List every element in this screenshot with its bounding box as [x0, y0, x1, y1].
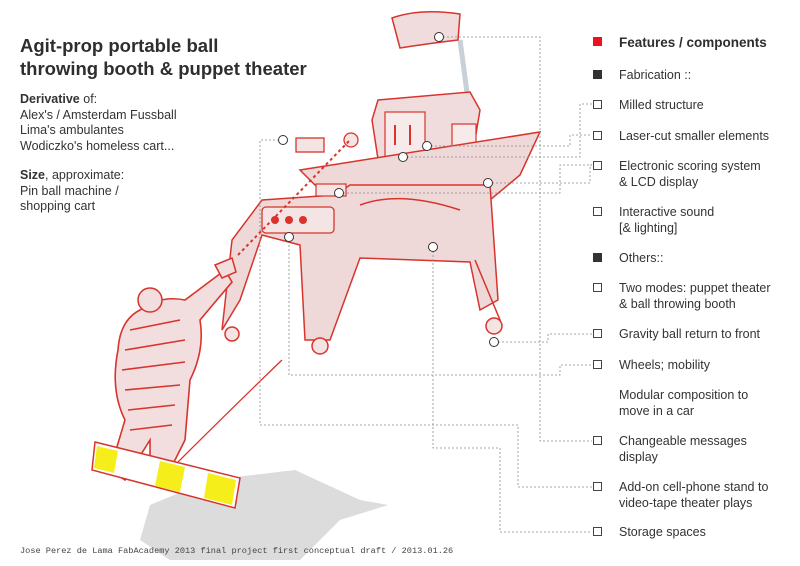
filled-square-icon	[593, 253, 602, 262]
title-line-2: throwing booth & puppet theater	[20, 58, 307, 79]
derivative-item: Wodiczko's homeless cart...	[20, 138, 175, 153]
legend-label: Milled structure	[619, 98, 704, 112]
legend-label-line: Modular composition to	[619, 388, 749, 402]
leader-lines	[259, 36, 592, 533]
checkbox-icon	[593, 527, 602, 536]
callout-circle-milled	[398, 152, 408, 162]
legend-header-label: Features / components	[619, 35, 767, 50]
legend-label: Storage spaces	[619, 525, 706, 539]
checkbox-icon	[593, 283, 602, 292]
legend-label-line: & ball throwing booth	[619, 296, 736, 311]
flag-sketch	[391, 11, 471, 101]
callout-circle-gravity	[334, 188, 344, 198]
checkbox-icon	[593, 207, 602, 216]
legend-label-line: move in a car	[619, 403, 695, 418]
legend-label-line: Electronic scoring system	[619, 159, 761, 173]
checkbox-icon	[593, 436, 602, 445]
derivative-block: Derivative of: Alex's / Amsterdam Fussba…	[20, 92, 177, 154]
legend-label-line: [& lighting]	[619, 220, 678, 235]
size-block: Size, approximate: Pin ball machine / sh…	[20, 168, 124, 215]
size-suffix: , approximate:	[45, 168, 125, 182]
legend-label: Interactive sound [& lighting]	[619, 205, 799, 236]
person-figure-sketch	[109, 256, 283, 482]
striped-banner-sketch	[91, 441, 241, 509]
checkbox-icon	[593, 360, 602, 369]
callout-circle-wheels	[284, 232, 294, 242]
callout-circle-scoring	[278, 135, 288, 145]
derivative-item: Lima's ambulantes	[20, 123, 124, 137]
callout-circle-laser	[422, 141, 432, 151]
legend-label: Modular composition to move in a car	[619, 388, 799, 419]
wheels-sketch	[224, 317, 503, 355]
checkbox-icon	[593, 329, 602, 338]
legend-label: Two modes: puppet theater & ball throwin…	[619, 281, 799, 312]
legend-label: Add-on cell-phone stand to video-tape th…	[619, 480, 799, 511]
legend-label: Gravity ball return to front	[619, 327, 761, 341]
derivative-suffix: of:	[79, 92, 98, 106]
page-title: Agit-prop portable ball throwing booth &…	[20, 34, 350, 80]
derivative-item: Alex's / Amsterdam Fussball	[20, 107, 177, 122]
legend-label: Electronic scoring system & LCD display	[619, 159, 799, 190]
size-item: shopping cart	[20, 199, 96, 213]
legend-label: Wheels; mobility	[619, 358, 710, 372]
legend-label: Laser-cut smaller elements	[619, 129, 770, 143]
footer-credit: Jose Perez de Lama FabAcademy 2013 final…	[20, 546, 454, 556]
legend-label-line: Changeable messages	[619, 434, 747, 448]
callout-circle-storage	[428, 242, 438, 252]
legend-label-line: Interactive sound	[619, 205, 715, 219]
legend-label: Fabrication ::	[619, 68, 692, 82]
booth-body-sketch	[221, 131, 542, 341]
legend-label-line: display	[619, 449, 658, 464]
legend-label: Others::	[619, 251, 664, 265]
checkbox-icon	[593, 100, 602, 109]
size-item: Pin ball machine /	[20, 183, 119, 198]
ball-trajectory	[237, 139, 351, 256]
callout-circle-flag	[434, 32, 444, 42]
size-heading: Size, approximate:	[20, 168, 124, 184]
checkbox-icon	[593, 482, 602, 491]
legend-label: Changeable messages display	[619, 434, 799, 465]
derivative-heading: Derivative of:	[20, 92, 177, 108]
checkbox-icon	[593, 131, 602, 140]
callout-markers	[278, 32, 499, 347]
legend-label-line: Add-on cell-phone stand to	[619, 480, 769, 494]
callout-circle-wheel-front	[489, 337, 499, 347]
title-line-1: Agit-prop portable ball	[20, 35, 219, 56]
checkbox-icon	[593, 161, 602, 170]
derivative-label: Derivative	[20, 92, 80, 106]
size-label: Size	[20, 168, 46, 182]
callout-circle-sound	[483, 178, 493, 188]
legend-label-line: video-tape theater plays	[619, 495, 753, 510]
filled-square-icon	[593, 70, 602, 79]
accent-square-icon	[593, 37, 602, 46]
legend-label-line: & LCD display	[619, 174, 699, 189]
legend-label-line: Two modes: puppet theater	[619, 281, 771, 295]
